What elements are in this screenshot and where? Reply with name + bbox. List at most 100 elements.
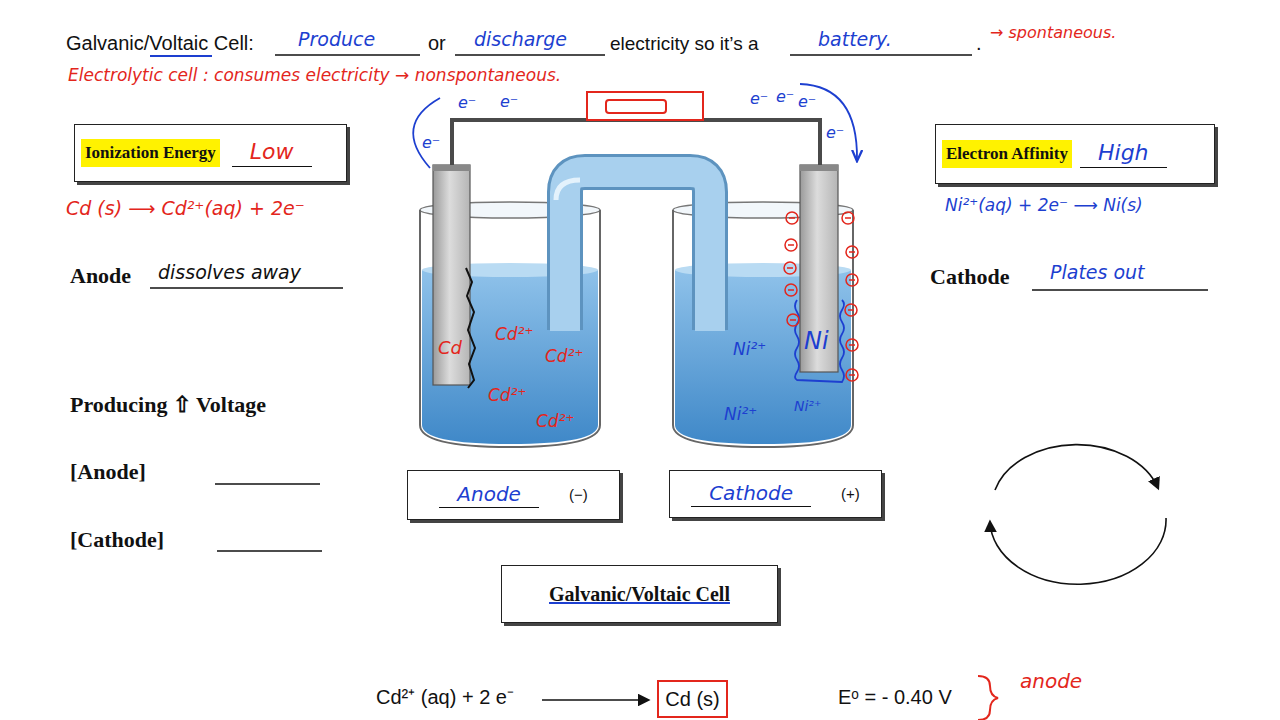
salt-bridge [556, 172, 710, 331]
box-heading: Electron Affinity [942, 140, 1072, 168]
handwritten-note: e⁻ [776, 88, 794, 106]
box-value: (−) [569, 486, 588, 503]
printed-label: Anode [70, 263, 131, 288]
illustration-part [849, 279, 855, 281]
illustration-part [849, 374, 855, 376]
illustration-part [787, 314, 799, 326]
handwritten-note: Ni²⁺ [724, 405, 757, 425]
illustration-part [845, 217, 851, 219]
printed-label: or [428, 32, 446, 55]
charge-symbol [785, 284, 797, 296]
illustration-part [786, 212, 798, 224]
illustration-part [785, 239, 797, 251]
printed-label: Producing ⇧ Voltage [70, 392, 266, 417]
illustration-part [846, 246, 858, 258]
negative-charges [784, 212, 858, 381]
handwritten-note: battery. [818, 29, 892, 51]
printed-label: electricity so it’s a [610, 33, 759, 55]
illustration-part [842, 212, 854, 224]
handwritten-note: Cd²⁺ [536, 412, 574, 432]
printed-label: [Cathode] [70, 527, 164, 552]
illustration-part [788, 244, 794, 246]
handwritten-note: discharge [474, 29, 567, 51]
illustration-part [788, 289, 794, 291]
charge-symbol [845, 304, 857, 316]
illustration-part [846, 369, 858, 381]
handwritten-note: Plates out [1050, 262, 1145, 284]
handwritten-note: e⁻ [458, 94, 476, 112]
box-value: High [1080, 140, 1167, 167]
charge-symbol [846, 369, 858, 381]
illustration-part [565, 172, 710, 331]
charge-symbol [787, 314, 799, 326]
charge-symbol [842, 212, 854, 224]
cathode-label-box: Cathode (+) [669, 470, 882, 518]
illustration-part [275, 54, 420, 55]
illustration-part [785, 284, 797, 296]
illustration-part [849, 344, 855, 346]
handwritten-note: Cd²⁺ [488, 386, 526, 406]
illustration-part [556, 180, 580, 200]
illustration-part [150, 287, 343, 288]
handwritten-note: dissolves away [158, 262, 301, 284]
printed-label: [Anode] [70, 459, 146, 484]
device-outline [587, 92, 703, 120]
nickel-electrode [800, 165, 838, 372]
external-wire [452, 120, 820, 165]
handwritten-note: e⁻ [422, 134, 440, 152]
cycle-arrow [995, 445, 1158, 490]
illustration-part [784, 262, 796, 274]
handwritten-note: e⁻ [798, 93, 816, 111]
beaker-glass [420, 210, 853, 447]
box-value: Low [232, 139, 312, 166]
box-heading: Ionization Energy [81, 139, 220, 167]
printed-label: Cd²⁺ (aq) + 2 e⁻ [376, 686, 514, 709]
handwritten-note: Electrolytic cell : consumes electricity… [68, 66, 561, 86]
corrosion-scribble [466, 268, 475, 388]
cell-title-box: Galvanic/Voltaic Cell [501, 565, 778, 623]
box-heading: Cd (s) [665, 688, 719, 711]
handwritten-note: Cd (s) ⟶ Cd²⁺(aq) + 2e⁻ [66, 198, 305, 220]
underline-mark [150, 55, 212, 57]
device-mark [606, 100, 666, 113]
printed-label: Cathode [930, 264, 1009, 289]
box-value: (+) [841, 485, 860, 502]
cadmium-electrode [433, 165, 470, 385]
reaction-arrow [542, 699, 648, 701]
printed-label: Eᵒ = - 0.40 V [838, 686, 952, 709]
box-heading: Anode [439, 483, 539, 508]
product-box: Cd (s) [657, 680, 728, 718]
handwritten-note: Ni²⁺(aq) + 2e⁻ ⟶ Ni(s) [945, 196, 1143, 216]
illustration-part [217, 550, 322, 551]
cycle-arrow [990, 518, 1166, 584]
handwritten-note: e⁻ [750, 90, 768, 108]
illustration-part [846, 274, 858, 286]
illustration-part [848, 309, 854, 311]
box-heading: Cathode [691, 482, 811, 507]
illustration-part [845, 304, 857, 316]
charge-symbol [784, 262, 796, 274]
illustration-part [1032, 289, 1208, 290]
illustration-part [846, 339, 858, 351]
ionization-energy-box: Ionization Energy Low [74, 124, 347, 182]
illustration-part [565, 172, 710, 330]
handwritten-note: Ni²⁺ [733, 340, 766, 360]
handwritten-note: Cd [438, 338, 462, 359]
charge-symbol [785, 239, 797, 251]
electron-flow-arrow [413, 98, 440, 168]
printed-label: Galvanic/Voltaic Cell: [66, 32, 254, 55]
nickel-plating-squiggle [795, 300, 844, 382]
illustration-part [790, 54, 972, 55]
brace [978, 676, 998, 720]
illustration-part [673, 210, 853, 447]
illustration-part [787, 267, 793, 269]
illustration-part [433, 165, 470, 171]
handwritten-note: e⁻ [826, 124, 844, 142]
charge-symbol [846, 274, 858, 286]
handwritten-note: e⁻ [500, 93, 518, 111]
illustration-part [215, 483, 320, 484]
handwritten-note: Cd²⁺ [545, 347, 583, 367]
handwritten-note: anode [1020, 670, 1082, 693]
illustration-part [800, 165, 838, 171]
printed-label: . [976, 32, 982, 55]
